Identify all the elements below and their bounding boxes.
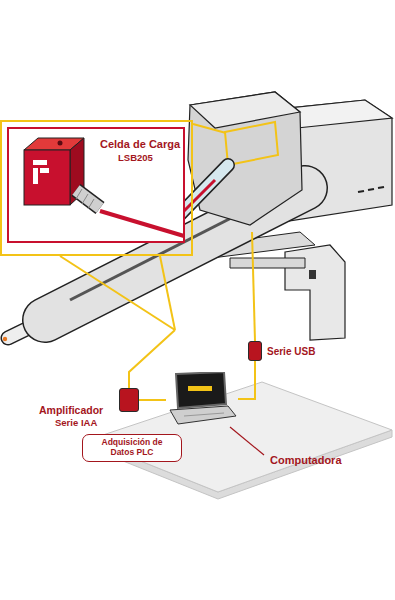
device-label: Computadora (270, 454, 342, 467)
load-cell-inset (82, 194, 88, 204)
usb-module: Serie USB (248, 341, 262, 361)
carriage-block (190, 92, 300, 128)
signal-wire (160, 256, 175, 330)
laptop-drawing (188, 386, 212, 391)
amplifier-module: AmplificadorSerie IAA (119, 388, 139, 412)
load-cell-inset (100, 211, 184, 236)
series-label: Serie IAA (55, 418, 97, 429)
connector-line (238, 361, 255, 399)
laptop-drawing (184, 413, 224, 416)
load-cell-inset (76, 190, 100, 208)
signal-wire (60, 124, 255, 388)
load-cell-inset (24, 150, 70, 205)
process-box: Adquisición de Datos PLC (82, 434, 182, 462)
support-stand (230, 258, 305, 268)
leader-line (230, 427, 264, 455)
load-cell-inset (76, 189, 82, 199)
laptop-drawing (176, 372, 226, 408)
device-label: Serie USB (267, 346, 315, 358)
laptop-drawing (170, 406, 236, 424)
load-cell-inset (33, 160, 47, 165)
connector-line (139, 399, 166, 401)
load-cell-inset (88, 199, 94, 209)
inset-frame: Celda de CargaLSB205 (0, 120, 193, 256)
computer-icon: Computadora (166, 372, 238, 426)
support-stand (309, 270, 316, 279)
load-cell-inset (40, 168, 49, 173)
carriage-block (188, 92, 302, 225)
signal-wire (193, 124, 226, 133)
load-cell-inset (33, 168, 38, 184)
part-name: Celda de Carga (100, 138, 180, 151)
load-cell-inset (76, 190, 100, 208)
base-unit (358, 191, 364, 192)
load-cell-inset (8, 128, 184, 242)
signal-wire (60, 256, 175, 330)
base-unit (368, 189, 374, 190)
laptop-drawing (166, 372, 238, 426)
box-label: Adquisición de Datos PLC (89, 438, 175, 458)
carriage-block (225, 122, 278, 165)
model-number: LSB205 (118, 153, 153, 164)
actuator-tube (3, 337, 7, 341)
load-cell-inset (8, 128, 184, 242)
load-cell-inset (58, 141, 63, 146)
signal-wire (252, 232, 255, 341)
device-label: Amplificador (39, 404, 103, 416)
base-unit (378, 187, 384, 188)
signal-wire (129, 330, 175, 388)
